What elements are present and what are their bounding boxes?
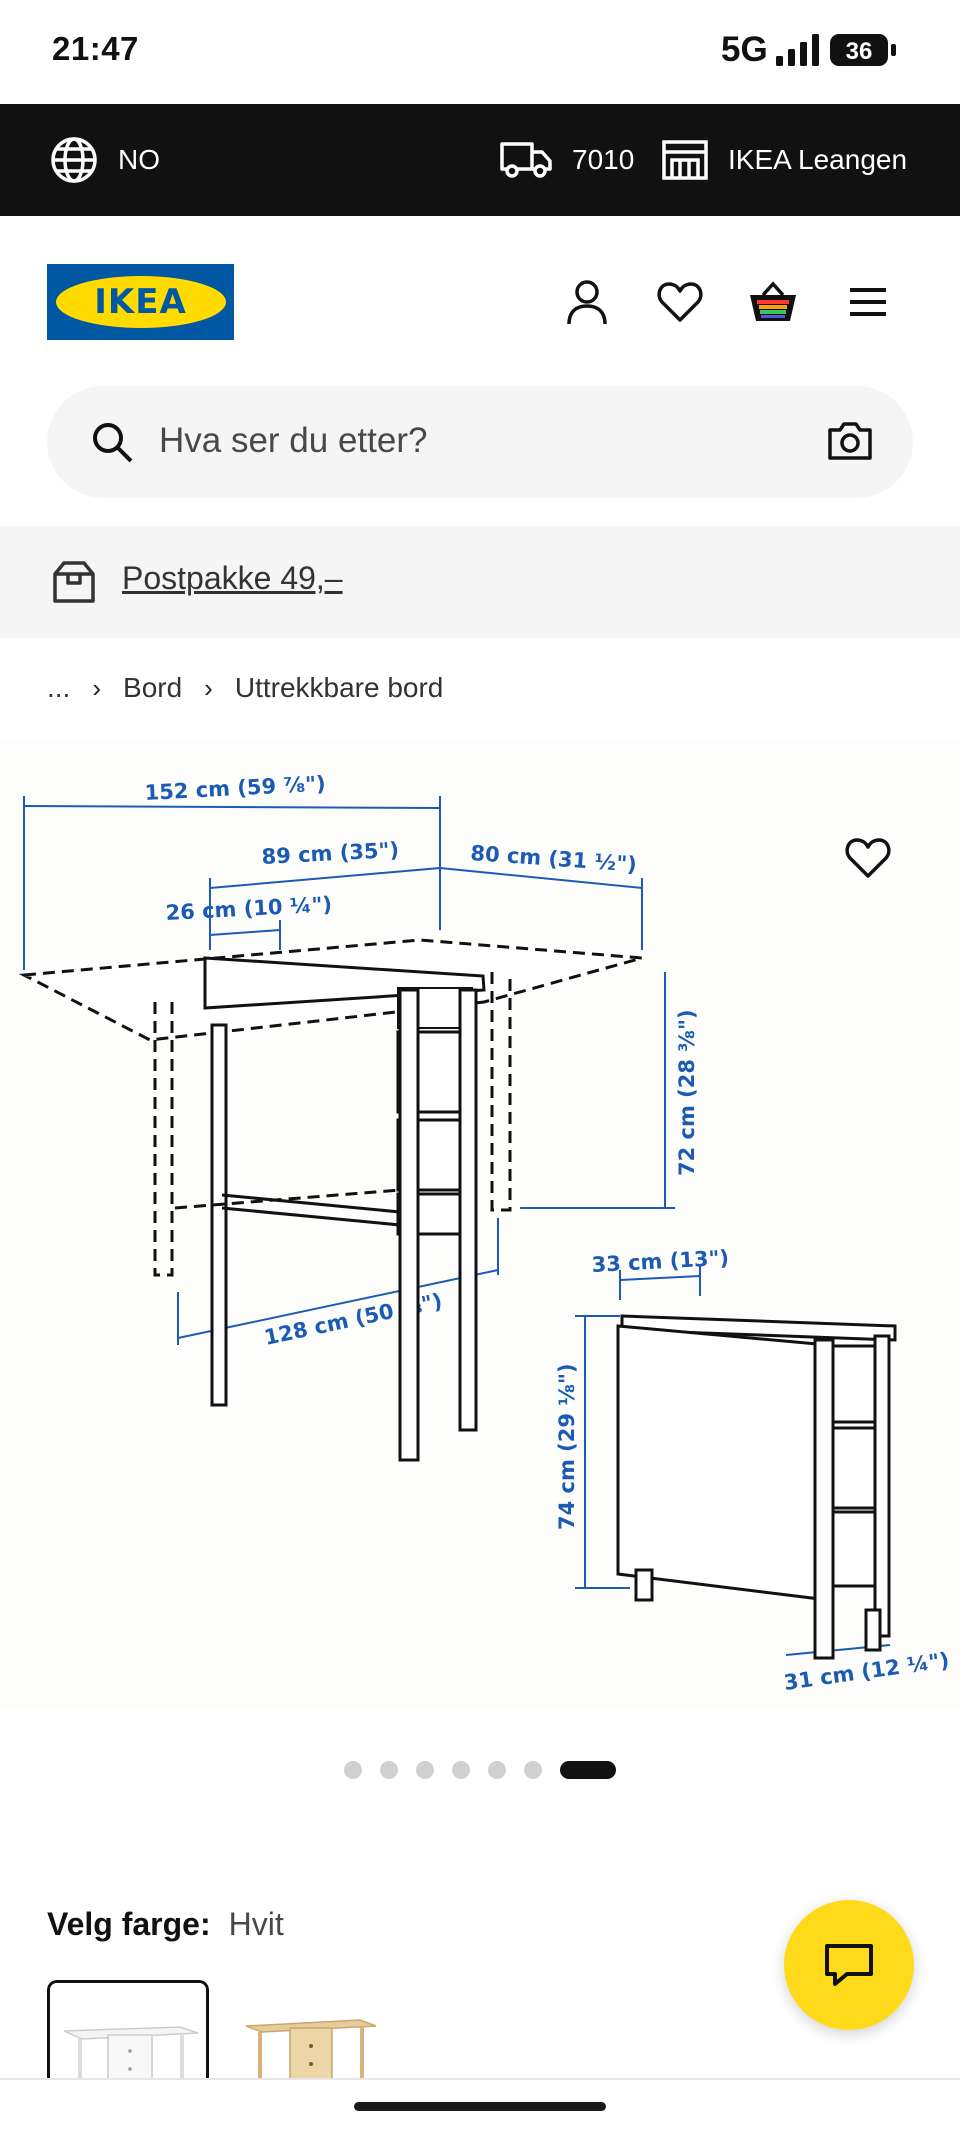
bottom-divider <box>0 2078 960 2080</box>
dim-folded-height: 74 cm (29 ⅛") <box>555 1363 579 1530</box>
dim-small-width: 26 cm (10 ¼") <box>165 892 333 925</box>
store-icon <box>662 140 708 180</box>
wishlist-icon[interactable] <box>654 276 706 328</box>
product-image-gallery[interactable]: 152 cm (59 ⅞") 89 cm (35") 80 cm (31 ½")… <box>0 740 960 1710</box>
truck-icon <box>500 142 552 178</box>
dim-leaf-depth: 80 cm (31 ½") <box>470 841 638 877</box>
language-code: NO <box>118 144 160 175</box>
signal-icon <box>776 34 819 66</box>
breadcrumb: ... › Bord › Uttrekkbare bord <box>47 668 443 708</box>
color-value: Hvit <box>228 1906 284 1942</box>
carousel-dot[interactable] <box>452 1761 470 1779</box>
profile-icon[interactable] <box>561 276 613 328</box>
carousel-dot[interactable] <box>488 1761 506 1779</box>
delivery-postcode[interactable]: 7010 <box>500 104 634 216</box>
ikea-logo[interactable]: IKEA <box>47 264 234 340</box>
store-name: IKEA Leangen <box>728 144 908 175</box>
menu-icon[interactable] <box>842 276 894 328</box>
top-info-bar: NO 7010 IKEA Leangen <box>0 104 960 216</box>
chat-button[interactable] <box>784 1900 914 2030</box>
search-input[interactable]: Hva ser du etter? <box>159 421 428 460</box>
dim-mid-width: 89 cm (35") <box>261 838 400 869</box>
dim-total-width: 152 cm (59 ⅞") <box>144 772 326 805</box>
promo-text[interactable]: Postpakke 49,– <box>122 560 343 596</box>
status-bar: 21:47 5G 36 <box>0 0 960 104</box>
dim-height: 72 cm (28 ⅜") <box>675 1009 699 1176</box>
carousel-dot[interactable] <box>416 1761 434 1779</box>
chevron-right-icon: › <box>92 672 102 703</box>
carousel-dot[interactable] <box>344 1761 362 1779</box>
image-carousel-dots <box>0 1758 960 1782</box>
battery-level: 36 <box>846 38 873 65</box>
dim-folded-base: 31 cm (12 ¼") <box>782 1648 950 1695</box>
status-time: 21:47 <box>52 30 139 67</box>
chevron-right-icon: › <box>204 672 213 703</box>
carousel-dot-active[interactable] <box>560 1761 616 1779</box>
cart-icon[interactable] <box>747 276 799 328</box>
network-type: 5G <box>721 30 768 69</box>
breadcrumb-item-bord[interactable]: Bord <box>123 672 183 703</box>
color-label: Velg farge: <box>47 1906 211 1942</box>
postcode-value: 7010 <box>572 144 635 175</box>
search-bar[interactable]: Hva ser du etter? <box>47 386 913 498</box>
globe-icon <box>51 137 97 183</box>
color-selector: Velg farge: Hvit <box>47 1906 284 1946</box>
carousel-dot[interactable] <box>524 1761 542 1779</box>
carousel-dot[interactable] <box>380 1761 398 1779</box>
home-indicator[interactable] <box>354 2102 606 2111</box>
battery-icon: 36 <box>830 34 896 66</box>
breadcrumb-item-uttrekkbare-bord[interactable]: Uttrekkbare bord <box>234 672 444 703</box>
site-header: IKEA <box>0 216 960 386</box>
dimension-drawing: 152 cm (59 ⅞") 89 cm (35") 80 cm (31 ½")… <box>18 772 951 1695</box>
search-icon <box>93 423 133 463</box>
language-selector[interactable]: NO <box>50 104 160 216</box>
favorite-heart-icon[interactable] <box>844 834 892 882</box>
parcel-icon <box>53 561 95 603</box>
store-selector[interactable]: IKEA Leangen <box>662 104 907 216</box>
shipping-promo-banner[interactable]: Postpakke 49,– <box>0 526 960 638</box>
breadcrumb-ellipsis[interactable]: ... <box>47 672 71 703</box>
logo-text: IKEA <box>94 282 187 322</box>
camera-search-icon[interactable] <box>827 418 873 464</box>
chat-icon <box>825 1944 873 1986</box>
dim-folded-width: 33 cm (13") <box>591 1246 730 1277</box>
